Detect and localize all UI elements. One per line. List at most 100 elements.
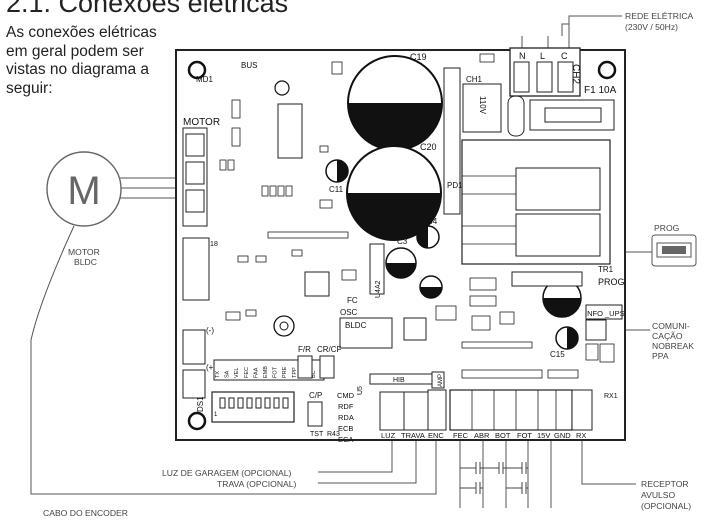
control-board: N L C CH2 F1 10A CH1 110V PD1 TR1 C19 C2… xyxy=(175,47,626,444)
fr-label: F/R xyxy=(298,345,311,354)
encoder-cable-label: CABO DO ENCODER xyxy=(43,508,128,518)
bldc-label: BLDC xyxy=(345,321,367,330)
dip-key xyxy=(219,397,226,409)
bus-label: BUS xyxy=(241,61,257,70)
ic-u3 xyxy=(403,317,427,341)
dip-key xyxy=(228,397,235,409)
section-heading: 2.1. Conexões elétricas xyxy=(6,0,289,18)
cmd-label: CMD xyxy=(337,391,355,400)
ch1-switch xyxy=(462,83,502,133)
intro-paragraph: As conexões elétricas em geral podem ser… xyxy=(6,24,157,97)
cp-jumper xyxy=(307,401,323,427)
fuse-label: F1 10A xyxy=(584,85,617,96)
prog-header-label: PROG xyxy=(598,277,625,287)
motor-letter: M xyxy=(67,169,100,213)
minus-label: (-) xyxy=(206,326,214,335)
crcf-jumper xyxy=(319,355,335,379)
mains-spec-label: (230V / 50Hz) xyxy=(625,22,679,32)
conn-n-label: N xyxy=(519,51,526,61)
mounting-hole xyxy=(187,411,207,431)
communication-label-2: CAÇÃO xyxy=(652,331,683,341)
potentiometer xyxy=(273,315,295,337)
lock-label: TRAVA (OPCIONAL) xyxy=(217,479,297,489)
tr1-label: TR1 xyxy=(598,265,614,274)
dip-key xyxy=(255,397,262,409)
amp-label: AMP xyxy=(438,374,444,387)
battery-plus-terminal xyxy=(182,369,206,399)
enc-connector xyxy=(427,389,447,431)
dip-switch-ds1 xyxy=(211,391,295,423)
fot-label: FOT xyxy=(517,431,532,440)
capacitor-c-small xyxy=(419,275,443,299)
receiver-label-1: RECEPTOR xyxy=(641,479,689,489)
dip-function-label: VEL xyxy=(234,368,240,378)
mounting-hole xyxy=(597,60,617,80)
communication-label-3: NOBREAK xyxy=(652,341,695,351)
dip-function-label: BC xyxy=(311,370,317,378)
transformer-tr1 xyxy=(461,139,611,265)
ic-u1 xyxy=(304,271,330,297)
capacitor-c15: C15 xyxy=(550,326,579,359)
motor-connector xyxy=(182,127,208,227)
tst-label: TST xyxy=(310,431,324,438)
ecb-label: ECB xyxy=(338,424,353,433)
luz-relay xyxy=(379,391,405,431)
varistor xyxy=(507,95,525,137)
dip-function-label: FOT xyxy=(273,366,279,378)
capacitor-c4: C4 xyxy=(416,217,440,249)
hib-label: HIB xyxy=(393,377,405,384)
communication-label-1: COMUNI- xyxy=(652,321,690,331)
capacitor-c3: C3 xyxy=(385,237,417,279)
prog-connector xyxy=(511,271,583,287)
mounting-hole xyxy=(187,60,207,80)
svg-text:C3: C3 xyxy=(397,237,408,246)
ch1-label: CH1 xyxy=(466,75,483,84)
dip-function-label: FAA xyxy=(253,367,259,378)
dip-key xyxy=(282,397,289,409)
mains-label: REDE ELÉTRICA xyxy=(625,11,694,21)
ic-u4a2 xyxy=(369,243,385,295)
u5-label: U5 xyxy=(357,386,364,395)
dip-function-label: TX xyxy=(215,371,221,378)
external-wires xyxy=(30,15,652,508)
ds1-label: DS1 xyxy=(196,396,205,412)
trava-relay xyxy=(403,391,429,431)
rx1-label: RX1 xyxy=(604,393,618,400)
dip-function-label: SA xyxy=(225,370,231,378)
r18-label: R18 xyxy=(205,241,218,248)
r18-resistor xyxy=(182,237,210,301)
r43-label: R43 xyxy=(327,431,340,438)
terminal-block xyxy=(449,389,573,431)
dip-keys xyxy=(219,397,289,409)
dip-function-label: EMB xyxy=(263,366,269,378)
motor-circle xyxy=(46,151,122,227)
battery-minus-terminal xyxy=(182,329,206,365)
info-ups-connector xyxy=(585,304,623,320)
fr-jumper xyxy=(297,355,313,379)
rx-connector xyxy=(571,389,593,431)
gnd-label: GND xyxy=(554,431,571,440)
dip-key xyxy=(273,397,280,409)
plus-label: (+) xyxy=(206,363,216,372)
conn-l-label: L xyxy=(540,51,545,61)
terminal-switches xyxy=(460,462,528,494)
bus-jumper xyxy=(274,80,290,96)
trava-label: TRAVA xyxy=(401,431,425,440)
motor-name-label-1: MOTOR xyxy=(68,247,100,257)
passive-components xyxy=(219,53,615,379)
cp-label: C/P xyxy=(309,391,322,400)
crcf-label: CR/CF xyxy=(317,345,342,354)
motor-symbol: M xyxy=(46,151,122,227)
motor-connector-label: MOTOR xyxy=(183,117,220,128)
v110-label: 110V xyxy=(478,96,487,115)
osc-label: OSC xyxy=(340,308,358,317)
ch2-label: CH2 xyxy=(570,64,581,84)
c20-label: C20 xyxy=(420,142,437,152)
capacitor-c20: C20 xyxy=(346,142,442,241)
luz-label: LUZ xyxy=(381,431,396,440)
c19-label: C19 xyxy=(410,52,427,62)
conn-c-label: C xyxy=(561,51,568,61)
dip-one-label: 1 xyxy=(214,412,218,418)
ic-bldc xyxy=(339,317,393,349)
ic-u2 xyxy=(277,103,303,159)
